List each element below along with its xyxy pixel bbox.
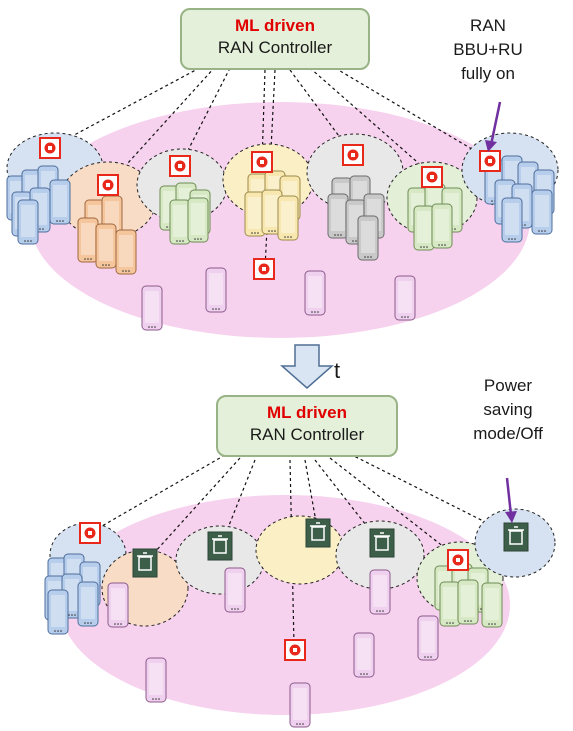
device-cluster-gray-1 <box>224 567 246 613</box>
controller-subtitle: RAN Controller <box>217 38 333 57</box>
router-icon <box>79 522 101 544</box>
router-icon <box>421 166 443 188</box>
annotation-arrow <box>505 477 513 516</box>
router-icon <box>342 144 364 166</box>
annotation-line-2: saving <box>483 400 533 419</box>
recycle-bin-icon <box>369 528 395 558</box>
router-icon <box>39 137 61 159</box>
controller-title: ML driven <box>235 16 315 35</box>
annotation-line-3: fully on <box>461 64 515 83</box>
router-icon <box>253 258 275 280</box>
top-scenario <box>6 64 559 338</box>
router-icon <box>284 639 306 661</box>
router-icon <box>479 150 501 172</box>
recycle-bin-icon <box>132 548 158 578</box>
top-annotation: RAN BBU+RU fully on <box>428 14 548 86</box>
router-icon <box>447 549 469 571</box>
router-icon <box>169 155 191 177</box>
annotation-line-2: BBU+RU <box>453 40 523 59</box>
router-icon <box>97 174 119 196</box>
device-cluster-gray-2 <box>369 569 391 615</box>
annotation-arrow <box>489 101 502 146</box>
router-icon <box>251 151 273 173</box>
device-cluster-orange <box>107 582 129 628</box>
time-label: t <box>334 358 341 383</box>
top-ml-controller: ML driven RAN Controller <box>180 8 370 70</box>
annotation-line-3: mode/Off <box>473 424 543 443</box>
recycle-bin-icon <box>305 518 331 548</box>
bottom-scenario <box>44 453 556 728</box>
controller-subtitle: RAN Controller <box>249 425 365 444</box>
annotation-line-1: RAN <box>470 16 506 35</box>
recycle-bin-icon <box>207 531 233 561</box>
recycle-bin-icon <box>503 522 529 552</box>
bottom-ml-controller: ML driven RAN Controller <box>216 395 398 457</box>
bottom-annotation: Power saving mode/Off <box>448 374 568 446</box>
transition-arrow-icon <box>280 344 334 389</box>
controller-title: ML driven <box>267 403 347 422</box>
annotation-line-1: Power <box>483 376 533 395</box>
small-cell-yellow <box>255 515 345 585</box>
device-cluster-yellow <box>244 170 301 241</box>
